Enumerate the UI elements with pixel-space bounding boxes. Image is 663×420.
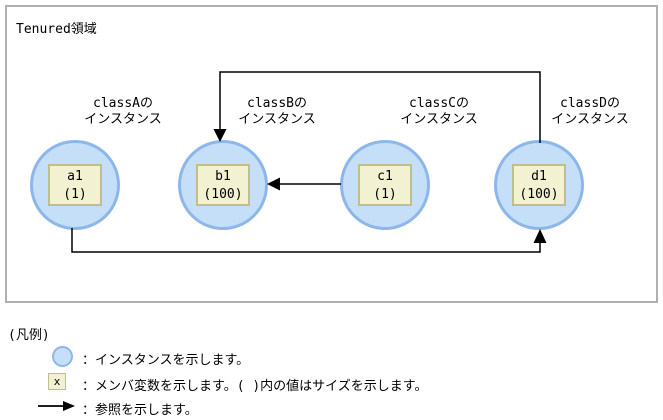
member-variable-box-b1: b1 (100): [196, 164, 250, 206]
class-label-classA: classAの インスタンス: [48, 96, 198, 128]
class-label-classD: classDの インスタンス: [515, 96, 663, 128]
member-variable-box-a1: a1 (1): [48, 164, 102, 206]
class-label-line1: classCの: [409, 96, 469, 111]
reference-arrow-icon: [38, 401, 75, 411]
member-variable-box-c1: c1 (1): [358, 164, 412, 206]
tenured-area-title: Tenured領域: [16, 22, 97, 37]
class-label-line2: インスタンス: [551, 112, 629, 127]
instance-circle-icon: [52, 346, 73, 367]
variable-name: c1: [377, 169, 393, 184]
variable-size: (1): [63, 187, 87, 202]
legend-reference-text: ：参照を示します。: [82, 403, 198, 418]
variable-size: (1): [373, 187, 397, 202]
class-label-line1: classDの: [560, 96, 620, 111]
legend-member-variable-text: ：メンバ変数を示します。( )内の値はサイズを示します。: [82, 379, 428, 394]
variable-size: (100): [203, 187, 243, 202]
class-label-classC: classCの インスタンス: [364, 96, 514, 128]
class-label-line2: インスタンス: [84, 112, 162, 127]
member-variable-box-icon: x: [48, 373, 66, 390]
class-label-line2: インスタンス: [238, 112, 316, 127]
variable-name: d1: [531, 169, 547, 184]
variable-size: (100): [519, 187, 559, 202]
class-label-line1: classBの: [247, 96, 307, 111]
legend-title: (凡例): [8, 328, 50, 343]
variable-name: a1: [67, 169, 83, 184]
class-label-line2: インスタンス: [400, 112, 478, 127]
member-variable-box-d1: d1 (100): [512, 164, 566, 206]
class-label-classB: classBの インスタンス: [202, 96, 352, 128]
class-label-line1: classAの: [93, 96, 153, 111]
variable-name: b1: [215, 169, 231, 184]
legend-instance-text: ：インスタンスを示します。: [82, 353, 250, 368]
